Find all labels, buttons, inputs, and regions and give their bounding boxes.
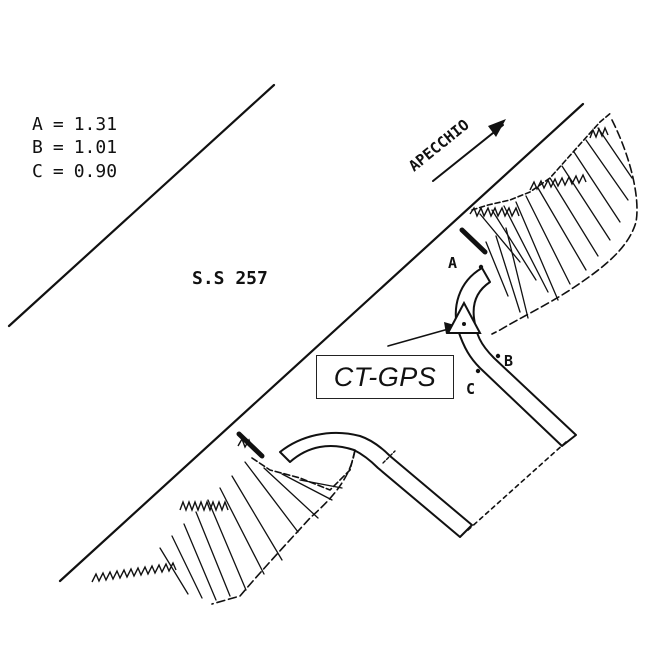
direction-label: APECCHIO <box>405 116 472 175</box>
road-name-label: S.S 257 <box>192 268 268 289</box>
point-c-label: C <box>466 380 475 398</box>
legend-row-a: A = 1.31 <box>32 114 117 135</box>
legend-key-c: C <box>32 161 43 182</box>
road-tick-upper <box>459 227 488 255</box>
point-c-dot <box>475 368 481 374</box>
legend-key-b: B <box>32 137 43 158</box>
point-a-label: A <box>448 254 457 272</box>
point-b-label: B <box>504 352 513 370</box>
legend-value-a: 1.31 <box>74 114 117 135</box>
ct-gps-label-box: CT-GPS <box>316 355 454 399</box>
embankment-upper <box>469 111 638 335</box>
embankment-lower <box>91 437 356 605</box>
legend-key-a: A <box>32 114 43 135</box>
legend-row-c: C = 0.90 <box>32 161 117 182</box>
legend-sep-c: = <box>53 161 64 182</box>
point-b-dot <box>495 353 501 359</box>
direction-arrow <box>432 119 506 182</box>
road-edge-north <box>7 83 276 328</box>
legend-row-b: B = 1.01 <box>32 137 117 158</box>
legend-value-b: 1.01 <box>74 137 117 158</box>
ramp-left <box>279 431 473 538</box>
road-edge-south <box>58 102 585 583</box>
legend-sep-a: = <box>53 114 64 135</box>
legend-sep-b: = <box>53 137 64 158</box>
ct-gps-marker-icon <box>446 300 482 334</box>
ramp-right <box>454 267 577 447</box>
legend: A = 1.31 B = 1.01 C = 0.90 <box>32 114 117 182</box>
dashed-boundary <box>467 441 567 531</box>
point-a-dot <box>478 264 484 270</box>
legend-value-c: 0.90 <box>74 161 117 182</box>
ct-gps-label: CT-GPS <box>333 361 437 392</box>
